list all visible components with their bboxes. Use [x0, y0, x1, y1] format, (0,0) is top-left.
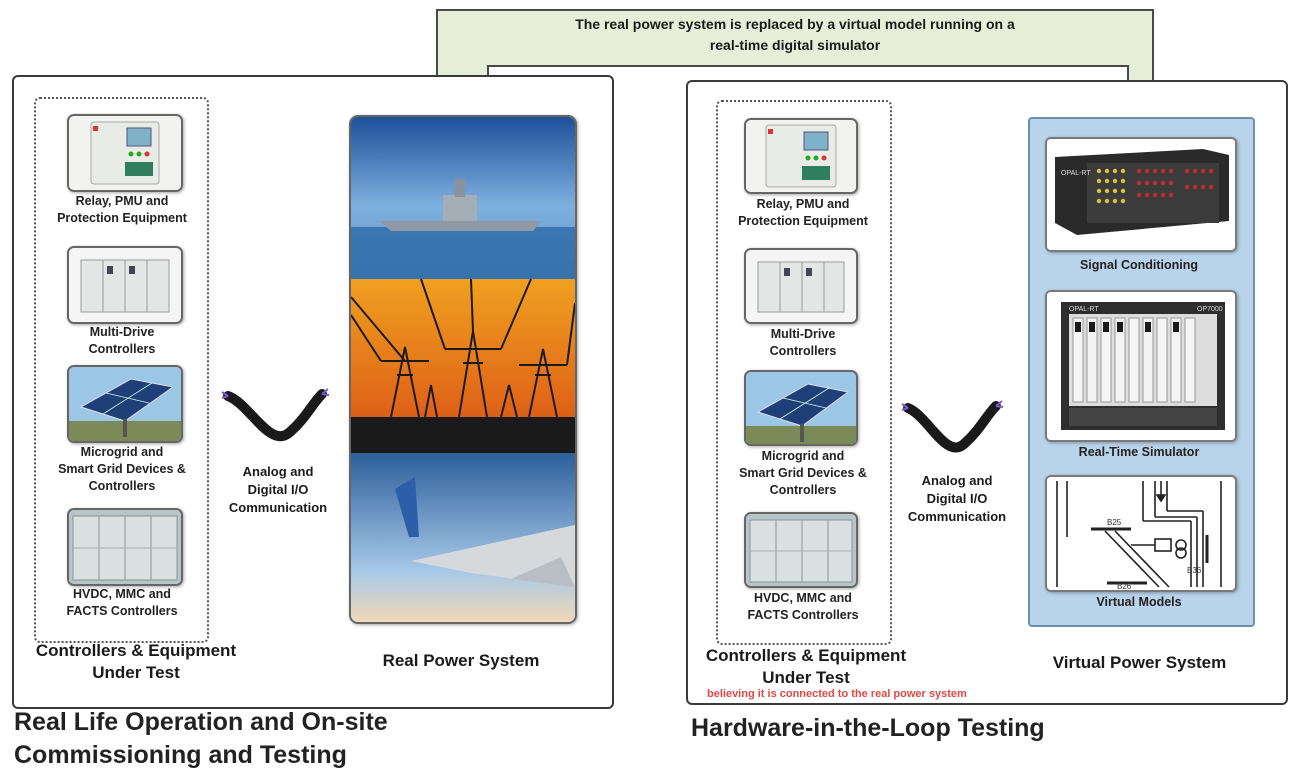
svg-text:OP7000: OP7000: [1197, 306, 1223, 313]
virtual-models-label: Virtual Models: [1096, 595, 1182, 609]
io-cable-icon: [221, 388, 330, 442]
svg-text:B25: B25: [1107, 518, 1122, 527]
callout-text: The real power system is replaced by a v…: [575, 16, 1015, 53]
relay-pmu-image: [67, 114, 183, 192]
left-devices-group: [34, 97, 209, 643]
svg-text:B36: B36: [1187, 566, 1202, 575]
hvdc-cabinet-image-right: [744, 512, 858, 588]
multi-drive-image: [67, 246, 183, 324]
io-cable-icon-right: [901, 400, 1004, 453]
svg-text:OPAL-RT: OPAL-RT: [1069, 306, 1099, 313]
right-title: Hardware-in-the-Loop Testing: [691, 714, 1045, 742]
virtual-power-system-label: Virtual Power System: [1052, 653, 1227, 672]
real-power-system-image: [349, 115, 577, 624]
signal-conditioning-card: OPAL-RT: [1045, 137, 1237, 252]
virtual-models-card: B25 B26 B36: [1045, 475, 1237, 592]
solar-panels-image-right: [744, 370, 858, 446]
right-note: believing it is connected to the real po…: [707, 688, 967, 700]
real-power-system-label: Real Power System: [382, 651, 540, 670]
signal-conditioning-label: Signal Conditioning: [1079, 258, 1199, 272]
real-time-simulator-label: Real-Time Simulator: [1078, 445, 1200, 459]
solar-panels-image: [67, 365, 183, 443]
svg-text:OPAL-RT: OPAL-RT: [1061, 170, 1091, 177]
right-devices-group: [716, 100, 892, 645]
hvdc-cabinet-image: [67, 508, 183, 586]
relay-pmu-image-right: [744, 118, 858, 194]
real-time-simulator-card: OPAL-RT OP7000: [1045, 290, 1237, 442]
multi-drive-image-right: [744, 248, 858, 324]
svg-text:B26: B26: [1117, 582, 1132, 590]
